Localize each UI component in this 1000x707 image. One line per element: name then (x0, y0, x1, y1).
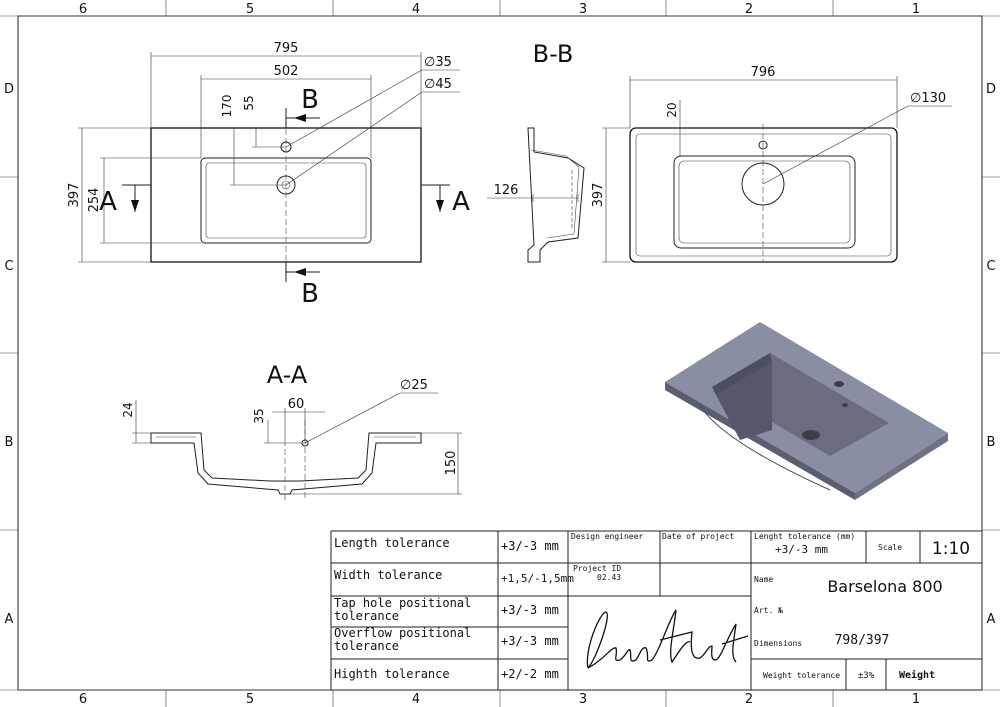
dimension-label: 24 (121, 402, 135, 417)
dimension-label: 170 (220, 95, 234, 118)
project-id-label: Project ID (573, 564, 621, 573)
tolerance-label: Width tolerance (334, 568, 442, 582)
signature-logo (586, 609, 749, 669)
lenght-tolerance-value: +3/-3 mm (775, 543, 828, 556)
dimension-label: 150 (444, 451, 459, 476)
section-marker-a: A (452, 187, 470, 217)
tolerance-label: Highth tolerance (334, 667, 450, 681)
dimension-label: 397 (591, 183, 606, 208)
dimension-label: ∅25 (400, 378, 428, 393)
dimension-label: 502 (274, 64, 299, 79)
col-label-top: 5 (246, 2, 254, 17)
plan-view-right: 796 20 397 ∅130 (591, 65, 952, 263)
product-name: Barselona 800 (827, 577, 942, 596)
row-label-left: D (4, 82, 14, 97)
tolerance-label: Tap hole positional (334, 596, 471, 610)
art-number-label: Art. № (754, 606, 783, 615)
col-label-top: 3 (579, 2, 587, 17)
tolerance-label-continued: tolerance (334, 609, 399, 623)
dimension-label: 796 (751, 65, 776, 80)
col-label-top: 1 (912, 2, 920, 17)
design-engineer-label: Design engineer (571, 532, 643, 541)
tolerance-value: +2/-2 mm (501, 667, 559, 681)
weight-label: Weight (899, 669, 935, 681)
section-marker-b: B (301, 85, 319, 115)
row-label-right: D (986, 82, 996, 97)
bowl-outline (673, 155, 856, 249)
section-aa: A-A 24 35 60 150 ∅25 (121, 361, 462, 500)
project-id-value: 02.43 (597, 573, 621, 582)
section-marker-a: A (99, 187, 117, 217)
weight-tolerance-label: Weight tolerance (763, 671, 840, 680)
scale-label: Scale (878, 543, 902, 552)
section-marker-b: B (301, 279, 319, 309)
dimension-label: ∅45 (424, 77, 452, 92)
section-title: B-B (533, 40, 574, 68)
date-label: Date of project (662, 532, 734, 541)
dimension-label: 795 (274, 41, 299, 56)
dimension-label: ∅130 (910, 91, 946, 106)
dimension-label: 254 (87, 188, 102, 213)
tolerance-value: +1,5/-1,5mm (501, 572, 574, 585)
col-label-bottom: 3 (579, 692, 587, 707)
title-block: Length tolerance +3/-3 mm Width toleranc… (330, 530, 983, 691)
dimensions-label: Dimensions (754, 639, 802, 648)
dimension-label: ∅35 (424, 55, 452, 70)
row-label-right: C (986, 259, 995, 274)
sink-3d-render (665, 322, 948, 500)
row-label-right: A (987, 612, 996, 627)
tolerance-value: +3/-3 mm (501, 634, 559, 648)
weight-tolerance-value: ±3% (858, 671, 875, 681)
col-label-bottom: 4 (412, 692, 420, 707)
tolerance-label: Length tolerance (334, 536, 450, 550)
name-label: Name (754, 575, 773, 584)
basin-outline (629, 127, 898, 263)
scale-value: 1:10 (932, 539, 970, 559)
col-label-top: 6 (79, 2, 87, 17)
top-view: 795 502 170 55 397 254 ∅35 ∅45 A (67, 41, 470, 309)
row-label-left: C (4, 259, 13, 274)
dimension-label: 60 (288, 397, 305, 412)
dimensions-value: 798/397 (835, 633, 890, 648)
row-label-left: A (5, 612, 14, 627)
dimension-label: 397 (67, 183, 82, 208)
col-label-top: 2 (745, 2, 753, 17)
dimension-label: 126 (494, 183, 519, 198)
tolerance-value: +3/-3 mm (501, 603, 559, 617)
row-label-left: B (5, 435, 14, 450)
col-label-top: 4 (412, 2, 420, 17)
col-label-bottom: 1 (912, 692, 920, 707)
section-profile (150, 432, 422, 495)
tap-hole (758, 140, 768, 150)
col-label-bottom: 6 (79, 692, 87, 707)
section-title: A-A (267, 361, 308, 389)
section-bb: B-B 126 (487, 40, 585, 263)
lenght-tolerance-label: Lenght tolerance (mm) (754, 532, 855, 541)
tolerance-label: Overflow positional (334, 626, 471, 640)
dimension-label: 55 (242, 95, 256, 110)
tolerance-label-continued: tolerance (334, 639, 399, 653)
row-label-right: B (987, 435, 996, 450)
col-label-bottom: 5 (246, 692, 254, 707)
dimension-label: 20 (665, 102, 679, 117)
col-label-bottom: 2 (745, 692, 753, 707)
tolerance-value: +3/-3 mm (501, 539, 559, 553)
dimension-label: 35 (252, 408, 266, 423)
